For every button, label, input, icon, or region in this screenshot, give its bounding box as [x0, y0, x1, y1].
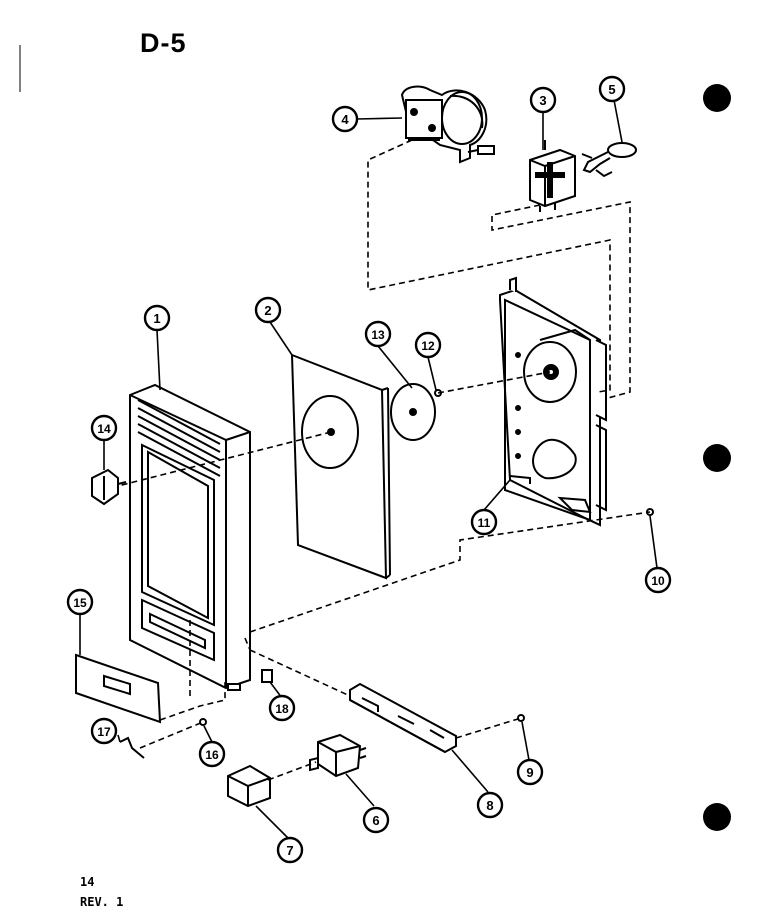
svg-text:14: 14 — [97, 422, 111, 436]
binding-hole-bottom — [703, 803, 731, 831]
binding-hole-top — [703, 84, 731, 112]
svg-text:4: 4 — [341, 112, 349, 127]
callout-4: 4 — [331, 105, 359, 133]
svg-text:11: 11 — [478, 516, 491, 530]
part-screw-16 — [199, 718, 207, 726]
callout-9: 9 — [516, 758, 544, 786]
callout-bubbles: 1 2 3 4 5 6 7 8 9 10 11 12 13 14 15 16 1… — [66, 75, 672, 864]
revision-label: REV. 1 — [80, 895, 124, 909]
callout-13: 13 — [364, 320, 392, 348]
callout-7: 7 — [276, 836, 304, 864]
callout-5: 5 — [598, 75, 626, 103]
callout-1: 1 — [143, 304, 171, 332]
svg-text:6: 6 — [372, 813, 379, 828]
part-switch — [309, 733, 367, 778]
callout-3: 3 — [529, 86, 557, 114]
binding-hole-middle — [703, 444, 731, 472]
part-back-frame — [499, 276, 607, 527]
part-motor — [400, 85, 495, 164]
callout-11: 11 — [470, 508, 498, 536]
part-bracket-18 — [261, 669, 273, 683]
svg-text:2: 2 — [264, 303, 271, 318]
svg-text:16: 16 — [205, 748, 219, 762]
part-lever — [581, 142, 637, 178]
svg-text:1: 1 — [153, 311, 160, 326]
svg-text:12: 12 — [421, 339, 435, 353]
diagram-title: D-5 — [140, 28, 187, 58]
page-number: 14 — [80, 875, 95, 889]
svg-text:9: 9 — [526, 765, 533, 780]
part-nameplate — [75, 653, 162, 724]
svg-text:18: 18 — [275, 702, 289, 716]
svg-text:17: 17 — [97, 725, 111, 739]
part-rail — [349, 682, 457, 754]
svg-text:10: 10 — [651, 574, 665, 588]
binding-holes — [19, 45, 731, 831]
part-pin — [119, 736, 145, 759]
callout-10: 10 — [644, 566, 672, 594]
callout-16: 16 — [198, 740, 226, 768]
callout-15: 15 — [66, 588, 94, 616]
svg-text:3: 3 — [539, 93, 546, 108]
part-inner-panel — [290, 353, 391, 580]
part-knob — [91, 468, 127, 506]
svg-text:8: 8 — [486, 798, 493, 813]
part-cap — [227, 764, 271, 808]
callout-18: 18 — [268, 694, 296, 722]
part-screw-9 — [517, 714, 525, 722]
callout-17: 17 — [90, 717, 118, 745]
callout-8: 8 — [476, 791, 504, 819]
callout-2: 2 — [254, 296, 282, 324]
callout-12: 12 — [414, 331, 442, 359]
part-relay — [529, 140, 576, 212]
callout-6: 6 — [362, 806, 390, 834]
svg-text:13: 13 — [371, 328, 385, 342]
assembly-lines — [117, 139, 651, 781]
leader-lines — [79, 99, 658, 839]
svg-text:15: 15 — [73, 596, 87, 610]
part-disc — [390, 383, 436, 441]
svg-text:5: 5 — [608, 82, 615, 97]
callout-14: 14 — [90, 414, 118, 442]
svg-text:7: 7 — [286, 843, 293, 858]
